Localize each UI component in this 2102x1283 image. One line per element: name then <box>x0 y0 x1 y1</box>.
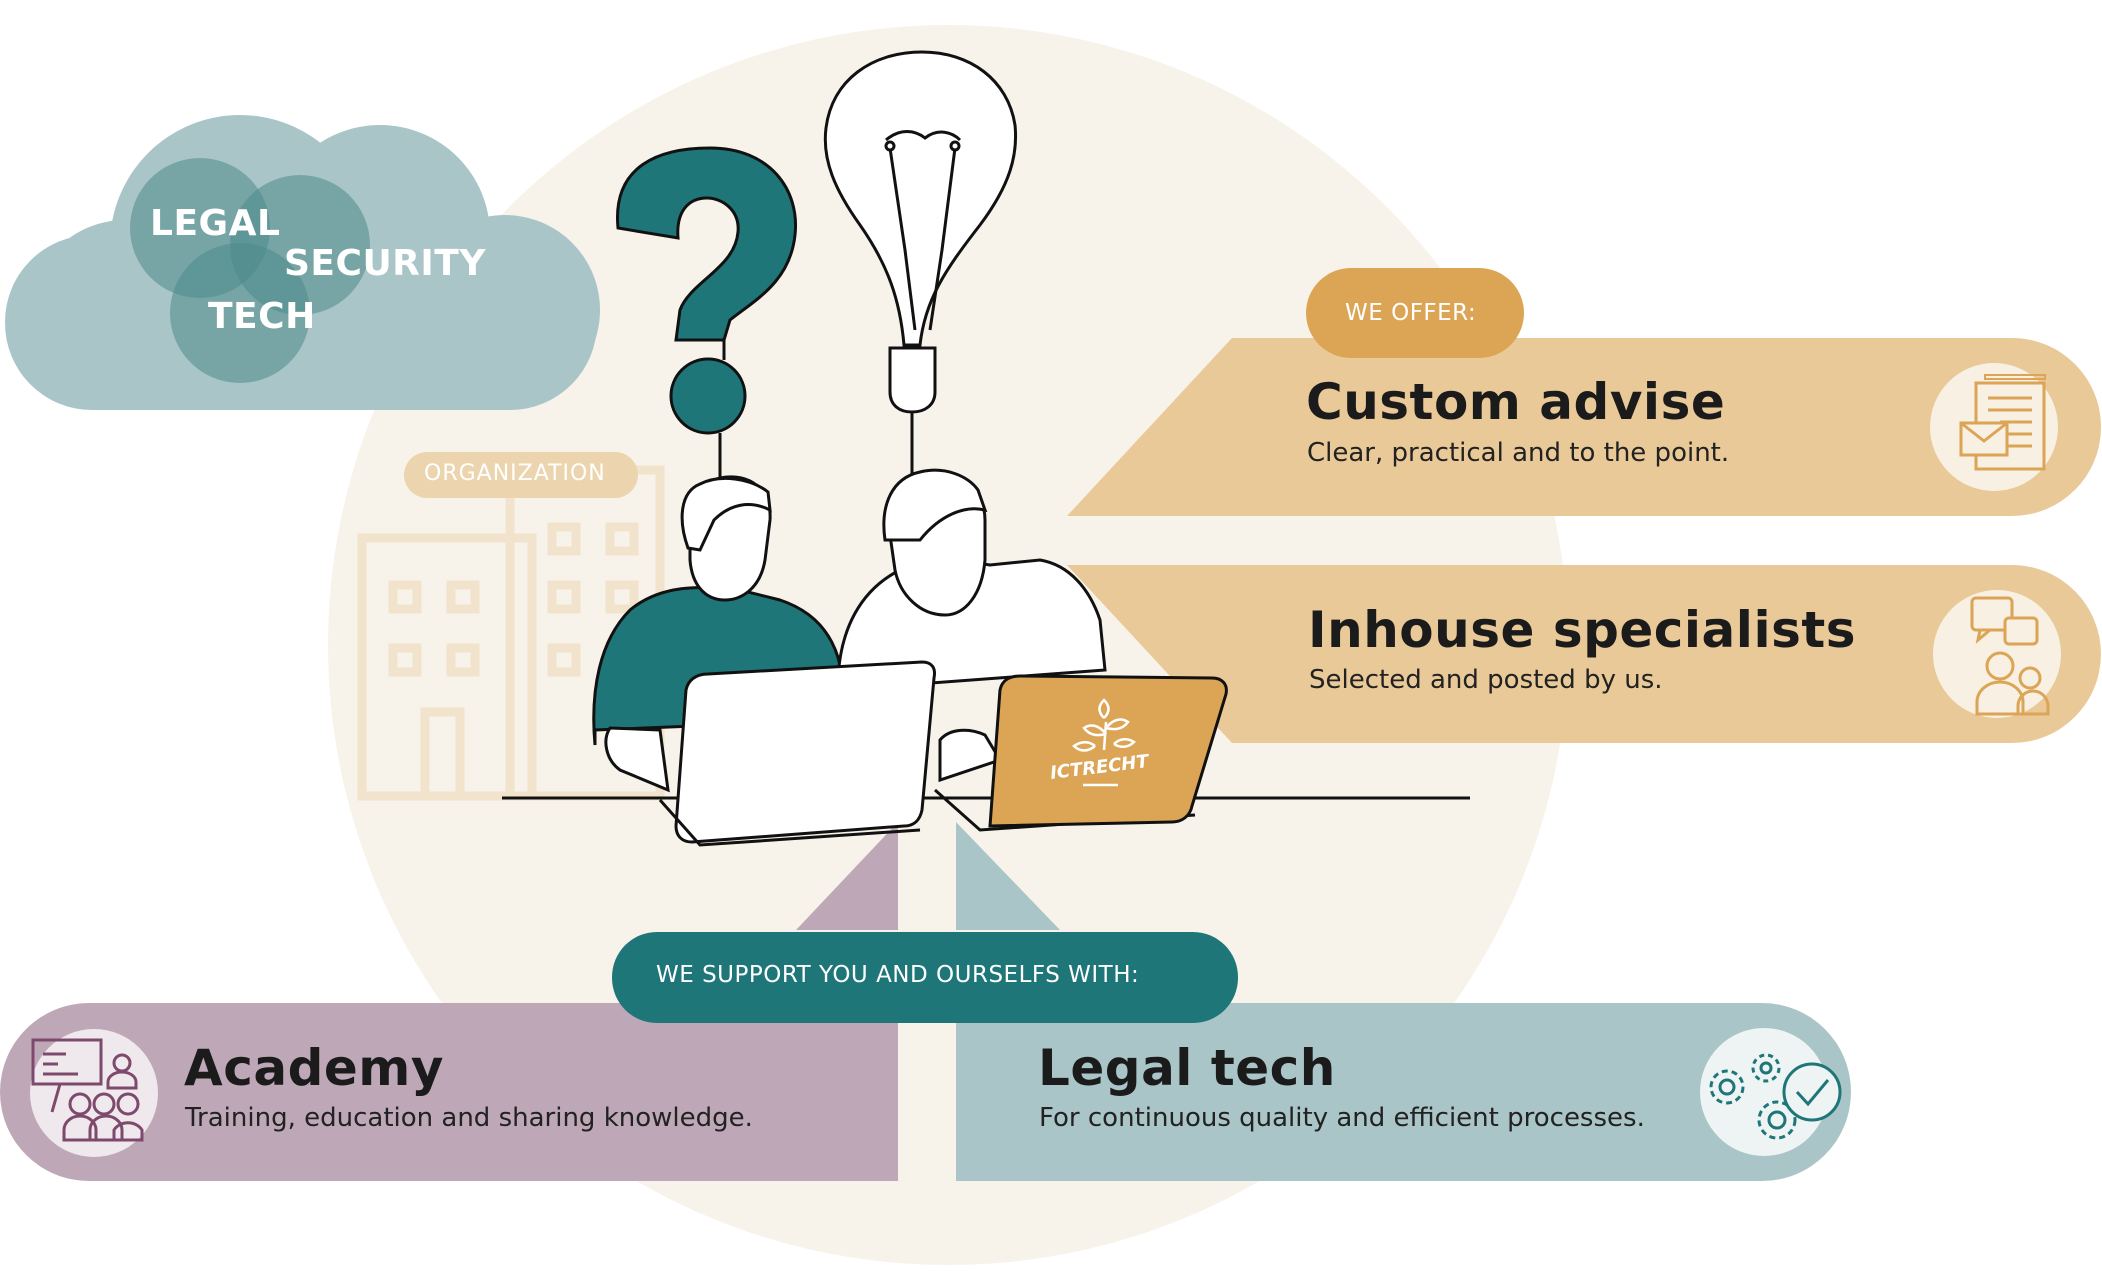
cloud-word-legal: LEGAL <box>150 203 281 244</box>
offer-card-2-shape <box>1067 565 2101 743</box>
academy-subtitle: Training, education and sharing knowledg… <box>185 1103 753 1133</box>
academy-title: Academy <box>184 1039 444 1097</box>
offer-card-2-subtitle: Selected and posted by us. <box>1309 665 1663 695</box>
laptop-right <box>934 674 1228 832</box>
gears-check-icon <box>1709 1053 1842 1140</box>
we-support-label: WE SUPPORT YOU AND OURSELFS WITH: <box>656 962 1140 988</box>
cloud-venn-circles <box>130 158 370 383</box>
we-offer-pill <box>1306 268 1524 358</box>
organization-pill <box>404 452 638 498</box>
academy-connector <box>796 822 898 930</box>
question-mark-icon <box>616 146 798 342</box>
organization-building-icon <box>357 465 665 801</box>
document-mail-icon <box>1959 374 2046 471</box>
academy-icon-bg <box>30 1029 158 1157</box>
legal-tech-title: Legal tech <box>1038 1039 1336 1097</box>
academy-card-shape <box>0 1003 898 1181</box>
offer-card-1-title: Custom advise <box>1306 373 1726 431</box>
organization-label: ORGANIZATION <box>424 461 606 486</box>
question-mark-dot <box>669 357 747 435</box>
legal-tech-card-shape <box>956 1003 1851 1181</box>
laptop-left <box>658 660 936 847</box>
person-right <box>836 468 1107 783</box>
offer-card-1-shape <box>1067 338 2101 516</box>
cloud-word-security: SECURITY <box>284 243 486 284</box>
presentation-icon <box>31 1038 144 1142</box>
light-bulb-icon <box>823 50 1018 414</box>
offer-card-2-title: Inhouse specialists <box>1308 601 1857 659</box>
people-chat-icon <box>1970 596 2050 716</box>
we-offer-label: WE OFFER: <box>1345 300 1477 326</box>
legal-tech-subtitle: For continuous quality and efficient pro… <box>1039 1103 1645 1133</box>
ictrecht-logo-icon <box>1072 698 1136 787</box>
legal-tech-connector <box>956 822 1060 930</box>
offer-card-1-subtitle: Clear, practical and to the point. <box>1307 438 1730 468</box>
cloud-word-tech: TECH <box>208 296 316 337</box>
we-support-pill <box>612 932 1238 1023</box>
